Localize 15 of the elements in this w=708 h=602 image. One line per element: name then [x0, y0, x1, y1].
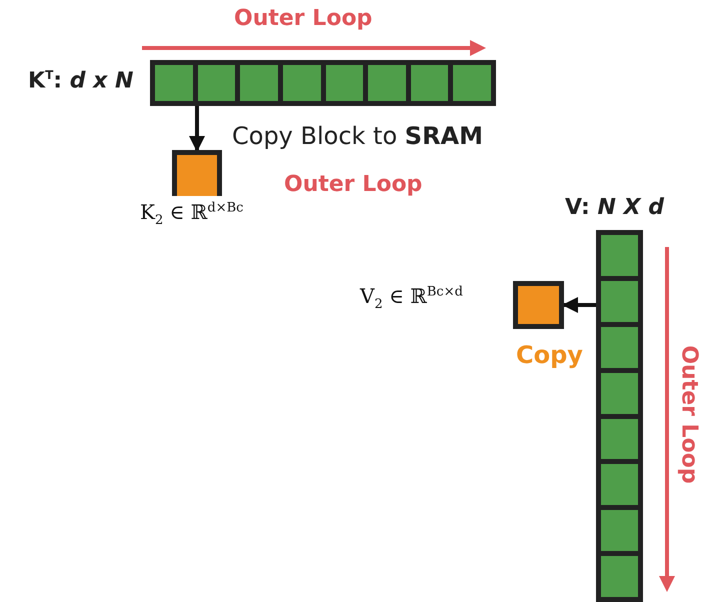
- matrix-label: V: N X d: [565, 195, 664, 220]
- block-formula: K$_{2}$ ∈ ℝ$^{d×Bc}$: [140, 200, 244, 228]
- loop-label: Outer Loop: [284, 172, 422, 197]
- sram-block: [513, 281, 564, 329]
- loop-label: Outer Loop: [234, 6, 372, 31]
- loop-label: Outer Loop: [676, 345, 702, 484]
- matrix-bar: [150, 60, 496, 106]
- arrow: [189, 106, 205, 152]
- edge-label: Copy Block to SRAM: [232, 122, 484, 150]
- arrow: [562, 297, 596, 313]
- edge-label: Copy: [516, 341, 583, 369]
- matrix-bar: [596, 230, 643, 602]
- sram-block: [172, 150, 222, 196]
- matrix-label: K$^{T}$: d x N: [28, 68, 134, 94]
- block-formula: V$_{2}$ ∈ ℝ$^{Bc×d}$: [360, 284, 463, 312]
